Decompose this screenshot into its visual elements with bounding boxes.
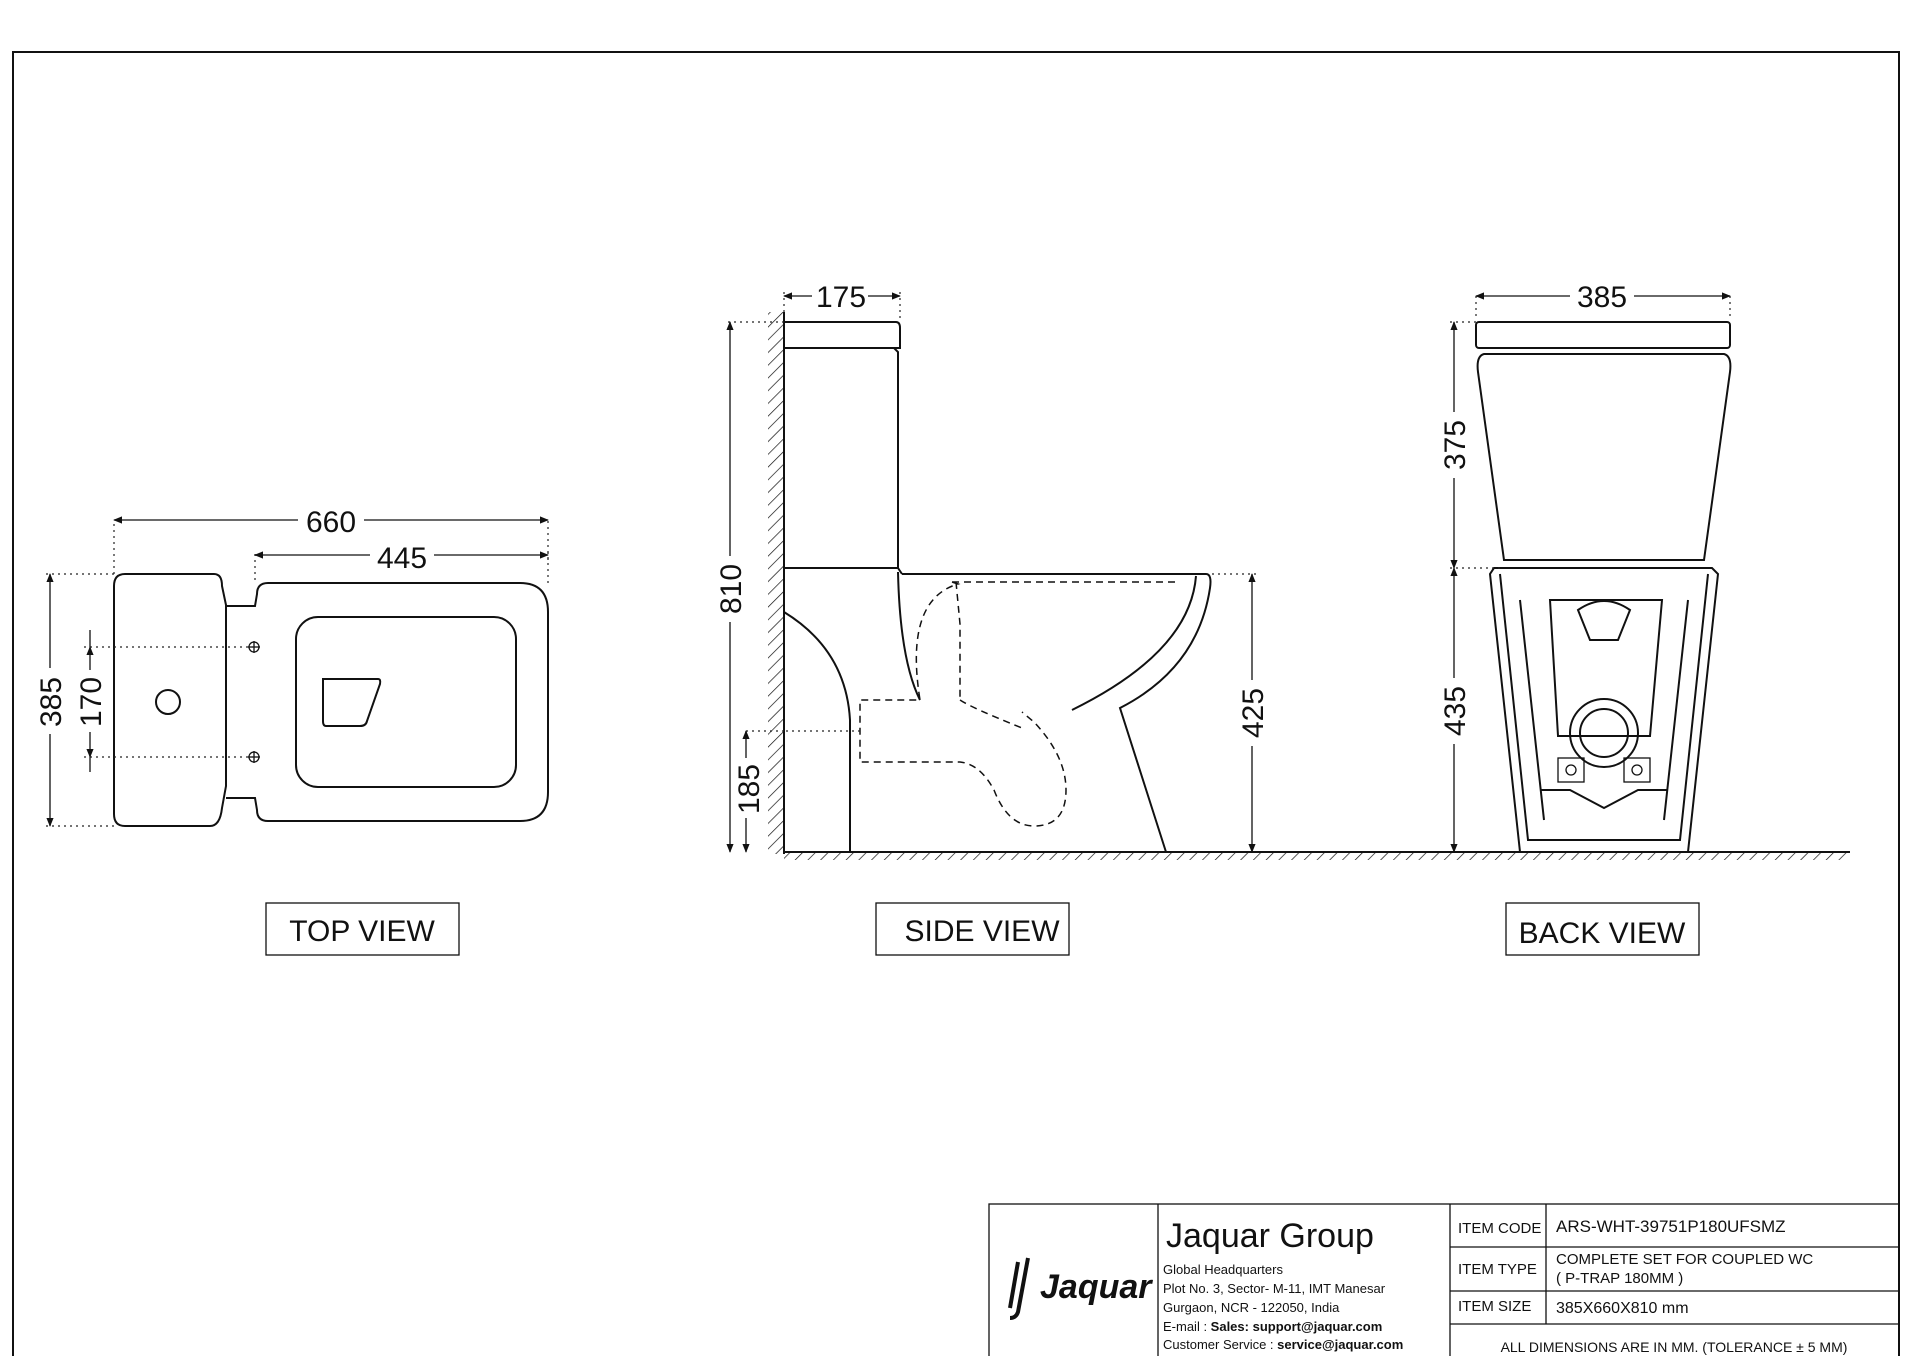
top-view-bowl-outline xyxy=(226,582,549,822)
top-view-seat xyxy=(295,616,517,788)
side-view-dim-185: 185 xyxy=(733,764,766,814)
item-code-label: ITEM CODE xyxy=(1458,1220,1541,1237)
title-block: Jaquar Jaquar Group Global Headquarters … xyxy=(988,1203,1900,1356)
side-view-cistern-body xyxy=(784,347,899,569)
view-labels: TOP VIEW SIDE VIEW BACK VIEW xyxy=(265,902,1700,956)
top-view-label: TOP VIEW xyxy=(289,915,435,948)
top-view-dim-660: 660 xyxy=(306,506,356,539)
side-view-cistern-lid xyxy=(784,321,901,349)
item-type-value-1: COMPLETE SET FOR COUPLED WC xyxy=(1556,1251,1813,1268)
service-label: Customer Service : xyxy=(1163,1337,1277,1352)
brand-wordmark: Jaquar xyxy=(1040,1268,1153,1306)
dimensions-note: ALL DIMENSIONS ARE IN MM. (TOLERANCE ± 5… xyxy=(1501,1339,1848,1355)
sheet-border xyxy=(12,51,1900,1356)
back-view-label-box xyxy=(1505,902,1700,956)
item-code-value: ARS-WHT-39751P180UFSMZ xyxy=(1556,1217,1786,1236)
email-line: E-mail : Sales: support@jaquar.com xyxy=(1163,1319,1382,1334)
item-size-value: 385X660X810 mm xyxy=(1556,1300,1689,1317)
item-size-label: ITEM SIZE xyxy=(1458,1298,1531,1315)
back-view-bolt-icon xyxy=(1557,757,1651,783)
service-value: service@jaquar.com xyxy=(1277,1337,1403,1352)
back-view: 385 375 435 xyxy=(1438,280,1732,853)
side-view-bowl-outer xyxy=(902,573,1212,853)
company-name: Jaquar Group xyxy=(1166,1217,1374,1255)
title-block-frame xyxy=(988,1203,1900,1356)
top-view-bolt-icon xyxy=(248,641,260,763)
side-view-floor-hatch xyxy=(784,852,1850,860)
side-view: 175 810 185 425 xyxy=(714,280,1850,860)
back-view-dim-375: 375 xyxy=(1439,420,1472,470)
top-view-tank-outline xyxy=(113,573,227,827)
top-view: 660 445 385 170 xyxy=(34,504,549,827)
back-view-label: BACK VIEW xyxy=(1519,917,1686,950)
top-view-flush-opening xyxy=(322,678,382,727)
address-line-2: Plot No. 3, Sector- M-11, IMT Manesar xyxy=(1163,1281,1386,1296)
side-view-label: SIDE VIEW xyxy=(904,915,1060,948)
top-view-label-box xyxy=(265,902,460,956)
back-view-dim-385: 385 xyxy=(1577,281,1627,314)
top-view-dim-385: 385 xyxy=(35,677,68,727)
side-view-label-box xyxy=(875,902,1070,956)
jaquar-logo: Jaquar xyxy=(1008,1257,1153,1320)
top-view-dim-445: 445 xyxy=(377,542,427,575)
address-line-1: Global Headquarters xyxy=(1163,1262,1283,1277)
service-line: Customer Service : service@jaquar.com xyxy=(1163,1337,1403,1352)
side-view-trapway xyxy=(859,581,1180,827)
back-view-dim-435: 435 xyxy=(1439,686,1472,736)
item-type-value-2: ( P-TRAP 180MM ) xyxy=(1556,1270,1683,1287)
back-view-cistern-lid xyxy=(1475,321,1731,349)
item-type-label: ITEM TYPE xyxy=(1458,1261,1537,1278)
side-view-dim-810: 810 xyxy=(715,564,748,614)
top-view-dim-170: 170 xyxy=(75,677,108,727)
side-view-pedestal xyxy=(783,611,851,852)
address-line-3: Gurgaon, NCR - 122050, India xyxy=(1163,1300,1340,1315)
top-view-flush-button xyxy=(155,689,181,715)
email-label: E-mail : xyxy=(1163,1319,1211,1334)
back-view-cistern-body xyxy=(1476,353,1732,561)
side-view-dim-425: 425 xyxy=(1237,688,1270,738)
back-view-pedestal xyxy=(1488,567,1720,853)
email-value: Sales: support@jaquar.com xyxy=(1211,1319,1383,1334)
side-view-wall-hatch xyxy=(768,312,784,854)
back-view-outlet xyxy=(1569,698,1639,768)
side-view-dim-175: 175 xyxy=(816,281,866,314)
